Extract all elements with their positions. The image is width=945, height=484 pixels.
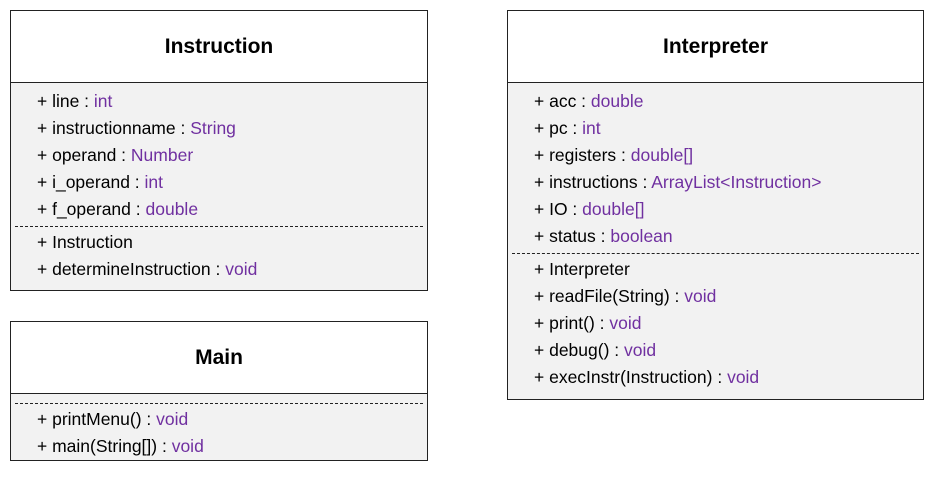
attribute-name: + line :	[37, 91, 94, 111]
attribute-name: + status :	[534, 226, 611, 246]
operation-row: + print() : void	[534, 310, 923, 337]
operation-name: + execInstr(Instruction) :	[534, 367, 728, 387]
class-name: Interpreter	[508, 11, 923, 83]
operation-type: void	[156, 409, 189, 429]
attribute-name: + pc :	[534, 118, 583, 138]
attribute-name: + instructions :	[534, 172, 652, 192]
section-divider	[15, 403, 423, 404]
operation-type: void	[609, 313, 642, 333]
operation-row: + main(String[]) : void	[37, 433, 427, 460]
attribute-type: double	[590, 91, 644, 111]
operation-name: + main(String[]) :	[37, 436, 172, 456]
attribute-row: + IO : double[]	[534, 196, 923, 223]
attribute-row: + i_operand : int	[37, 169, 427, 196]
operation-name: + Instruction	[37, 232, 133, 252]
operation-type: void	[684, 286, 717, 306]
attribute-type: int	[582, 118, 601, 138]
operations-section: + printMenu() : void + main(String[]) : …	[11, 404, 427, 460]
attribute-name: + registers :	[534, 145, 631, 165]
attribute-row: + instructionname : String	[37, 115, 427, 142]
attribute-type: ArrayList<Instruction>	[651, 172, 822, 192]
operation-name: + Interpreter	[534, 259, 630, 279]
attribute-row: + pc : int	[534, 115, 923, 142]
attribute-type: double	[145, 199, 199, 219]
operation-name: + determineInstruction :	[37, 259, 226, 279]
attribute-type: String	[190, 118, 236, 138]
class-box-instruction: Instruction + line : int + instructionna…	[10, 10, 428, 291]
operation-name: + readFile(String) :	[534, 286, 685, 306]
operation-row: + readFile(String) : void	[534, 283, 923, 310]
attributes-section: + acc : double + pc : int + registers : …	[508, 83, 923, 253]
attribute-row: + registers : double[]	[534, 142, 923, 169]
attribute-name: + acc :	[534, 91, 591, 111]
attribute-row: + acc : double	[534, 88, 923, 115]
operation-name: + debug() :	[534, 340, 624, 360]
section-divider	[512, 253, 919, 254]
operation-type: void	[727, 367, 760, 387]
class-name: Main	[11, 322, 427, 394]
attribute-name: + i_operand :	[37, 172, 145, 192]
attribute-row: + operand : Number	[37, 142, 427, 169]
operation-name: + print() :	[534, 313, 610, 333]
attribute-type: int	[93, 91, 113, 111]
operation-type: void	[171, 436, 204, 456]
operation-row: + determineInstruction : void	[37, 256, 427, 283]
operation-type: void	[225, 259, 258, 279]
attributes-section	[11, 394, 427, 403]
operation-row: + printMenu() : void	[37, 406, 427, 433]
attribute-name: + IO :	[534, 199, 583, 219]
operation-type: void	[624, 340, 657, 360]
section-divider	[15, 226, 423, 227]
attribute-name: + operand :	[37, 145, 131, 165]
attribute-row: + instructions : ArrayList<Instruction>	[534, 169, 923, 196]
attribute-type: double[]	[630, 145, 694, 165]
attribute-row: + status : boolean	[534, 223, 923, 250]
attribute-name: + f_operand :	[37, 199, 146, 219]
attribute-row: + line : int	[37, 88, 427, 115]
class-name: Instruction	[11, 11, 427, 83]
class-box-interpreter: Interpreter + acc : double + pc : int + …	[507, 10, 924, 400]
attribute-name: + instructionname :	[37, 118, 191, 138]
class-box-main: Main + printMenu() : void + main(String[…	[10, 321, 428, 461]
operation-row: + Interpreter	[534, 256, 923, 283]
attribute-type: boolean	[610, 226, 673, 246]
operations-section: + Instruction + determineInstruction : v…	[11, 227, 427, 283]
attribute-type: int	[144, 172, 163, 192]
attributes-section: + line : int + instructionname : String …	[11, 83, 427, 226]
operation-row: + Instruction	[37, 229, 427, 256]
operations-section: + Interpreter + readFile(String) : void …	[508, 254, 923, 391]
operation-row: + execInstr(Instruction) : void	[534, 364, 923, 391]
operation-name: + printMenu() :	[37, 409, 157, 429]
attribute-type: Number	[130, 145, 194, 165]
operation-row: + debug() : void	[534, 337, 923, 364]
attribute-type: double[]	[582, 199, 645, 219]
attribute-row: + f_operand : double	[37, 196, 427, 223]
